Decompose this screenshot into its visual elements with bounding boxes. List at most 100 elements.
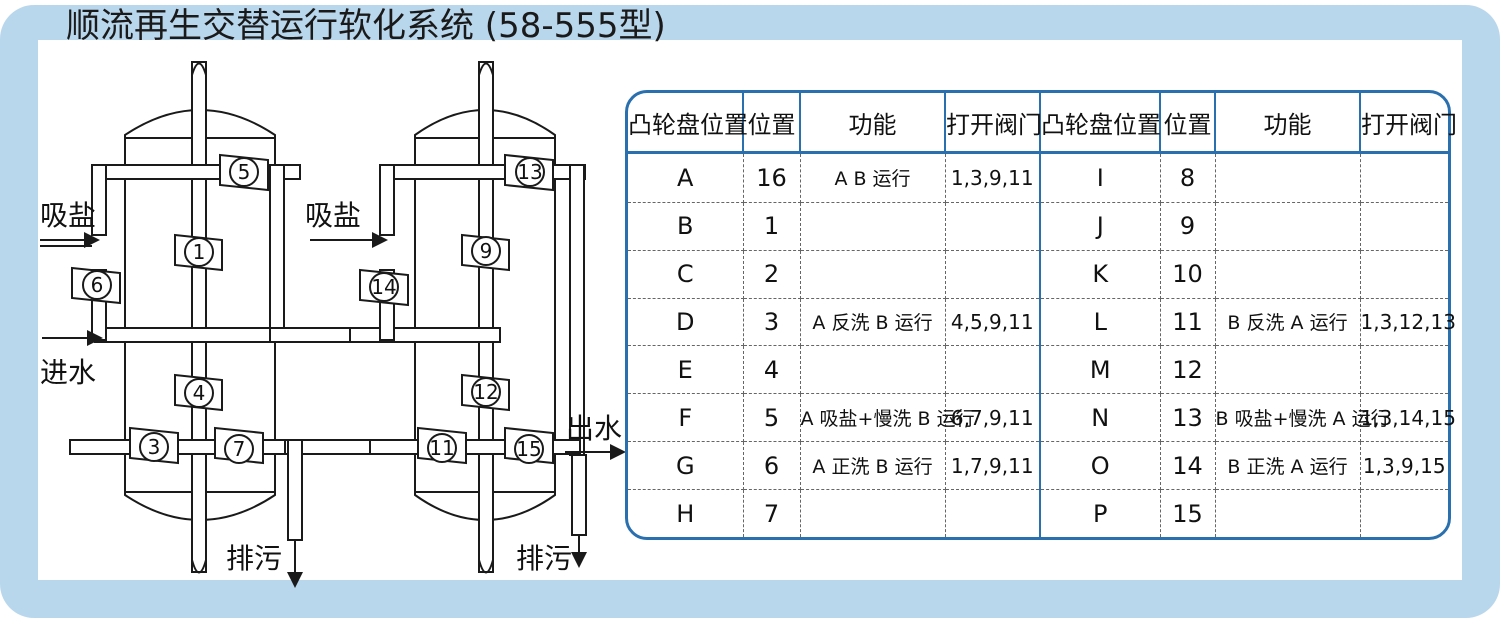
cell-function-2 (1215, 202, 1361, 251)
cell-pos: 5 (743, 393, 801, 443)
header-open-valves: 打开阀门 (945, 93, 1042, 154)
drain-right-label: 排污 (516, 542, 572, 575)
cell-function-2 (1215, 489, 1361, 537)
cell-valves-2 (1360, 250, 1448, 299)
cell-valves-2 (1360, 490, 1448, 537)
cell-pos: 3 (743, 298, 801, 347)
cell-cam: B (628, 202, 744, 251)
cell-pos-2: 10 (1160, 250, 1216, 299)
valve-15-label: 15 (516, 437, 541, 461)
cell-valves (945, 345, 1041, 395)
cell-function-2: B 吸盐+慢洗 A 运行 (1215, 393, 1390, 443)
valve-3 (129, 426, 179, 465)
valve-13 (504, 153, 554, 192)
valve-6-label: 6 (91, 273, 104, 297)
page-title: 顺流再生交替运行软化系统 (58-555型) (66, 6, 666, 46)
header-cam-position: 凸轮盘位置 (628, 93, 748, 154)
cell-pos-2: 8 (1160, 152, 1216, 203)
tank-a (124, 109, 276, 521)
piping-diagram: 1 3 4 5 6 7 9 11 12 13 14 15 吸盐 吸盐 进水 出水… (40, 61, 626, 588)
cell-cam-2: O (1040, 441, 1161, 491)
header-cam-position-2: 凸轮盘位置 (1040, 93, 1161, 154)
brine-left-label: 吸盐 (40, 199, 96, 232)
valve-4 (174, 373, 223, 412)
cell-pos: 7 (743, 489, 801, 537)
valve-7-label: 7 (233, 437, 246, 461)
cell-valves-2 (1360, 345, 1448, 395)
cell-cam-2: M (1040, 345, 1161, 395)
cell-function-2: B 正洗 A 运行 (1215, 441, 1361, 491)
cell-function: A 反洗 B 运行 (800, 298, 946, 347)
cell-function-2: B 反洗 A 运行 (1215, 298, 1361, 347)
cell-function: A B 运行 (800, 152, 946, 203)
cell-valves-2 (1360, 202, 1448, 251)
tank-b (414, 109, 556, 521)
cell-valves-2: 1,3,9,15 (1360, 441, 1448, 491)
cell-valves (945, 202, 1041, 251)
valve-14 (359, 268, 409, 307)
cell-pos: 2 (743, 250, 801, 299)
cell-pos-2: 9 (1160, 202, 1216, 251)
cell-pos-2: 12 (1160, 345, 1216, 395)
valve-15 (504, 426, 554, 465)
valve-12 (461, 373, 510, 412)
header-function-2: 功能 (1215, 93, 1361, 154)
cell-function (800, 202, 946, 251)
cell-function-2 (1215, 250, 1361, 299)
cell-function: A 吸盐+慢洗 B 运行 (800, 393, 975, 443)
cell-valves-2: 1,3,14,15 (1360, 393, 1456, 443)
cell-valves: 6,7,9,11 (945, 393, 1041, 443)
header-position: 位置 (743, 93, 801, 154)
cell-valves: 1,7,9,11 (945, 441, 1041, 491)
valve-12-label: 12 (473, 380, 498, 404)
cell-pos-2: 11 (1160, 298, 1216, 347)
drain-left-label: 排污 (226, 542, 282, 575)
brine-mid-label: 吸盐 (305, 199, 361, 232)
cell-pos: 1 (743, 202, 801, 251)
cell-cam-2: J (1040, 202, 1161, 251)
cell-cam: H (628, 489, 744, 537)
cell-pos-2: 14 (1160, 441, 1216, 491)
valve-5-label: 5 (238, 160, 251, 184)
valve-4-label: 4 (193, 381, 206, 405)
inlet-label: 进水 (40, 356, 96, 389)
valve-1-label: 1 (193, 240, 206, 264)
valve-1 (174, 233, 223, 272)
cell-valves: 4,5,9,11 (945, 298, 1041, 347)
cell-pos-2: 15 (1160, 489, 1216, 537)
valve-9 (461, 233, 510, 272)
valve-3-label: 3 (148, 435, 161, 459)
cell-cam: E (628, 345, 744, 395)
valve-5 (219, 153, 269, 192)
cell-cam: D (628, 298, 744, 347)
cell-pos: 4 (743, 345, 801, 395)
valve-9-label: 9 (480, 239, 493, 263)
cell-pos-2: 13 (1160, 393, 1216, 443)
cell-cam-2: K (1040, 250, 1161, 299)
header-function: 功能 (800, 93, 946, 154)
cell-valves-2: 1,3,12,13 (1360, 298, 1456, 347)
valve-11-label: 11 (429, 436, 454, 460)
valve-6 (71, 266, 121, 305)
cell-cam-2: L (1040, 298, 1161, 347)
cell-valves (945, 250, 1041, 299)
outlet-label: 出水 (566, 412, 622, 445)
cell-cam: F (628, 393, 744, 443)
cell-function (800, 345, 946, 395)
cell-function (800, 489, 946, 537)
cell-cam: A (628, 152, 744, 203)
cell-function (800, 250, 946, 299)
cell-pos: 6 (743, 441, 801, 491)
cell-cam: C (628, 250, 744, 299)
valve-13-label: 13 (517, 160, 542, 184)
cell-cam-2: N (1040, 393, 1161, 443)
cell-valves (945, 489, 1041, 537)
cell-function-2 (1215, 152, 1361, 203)
